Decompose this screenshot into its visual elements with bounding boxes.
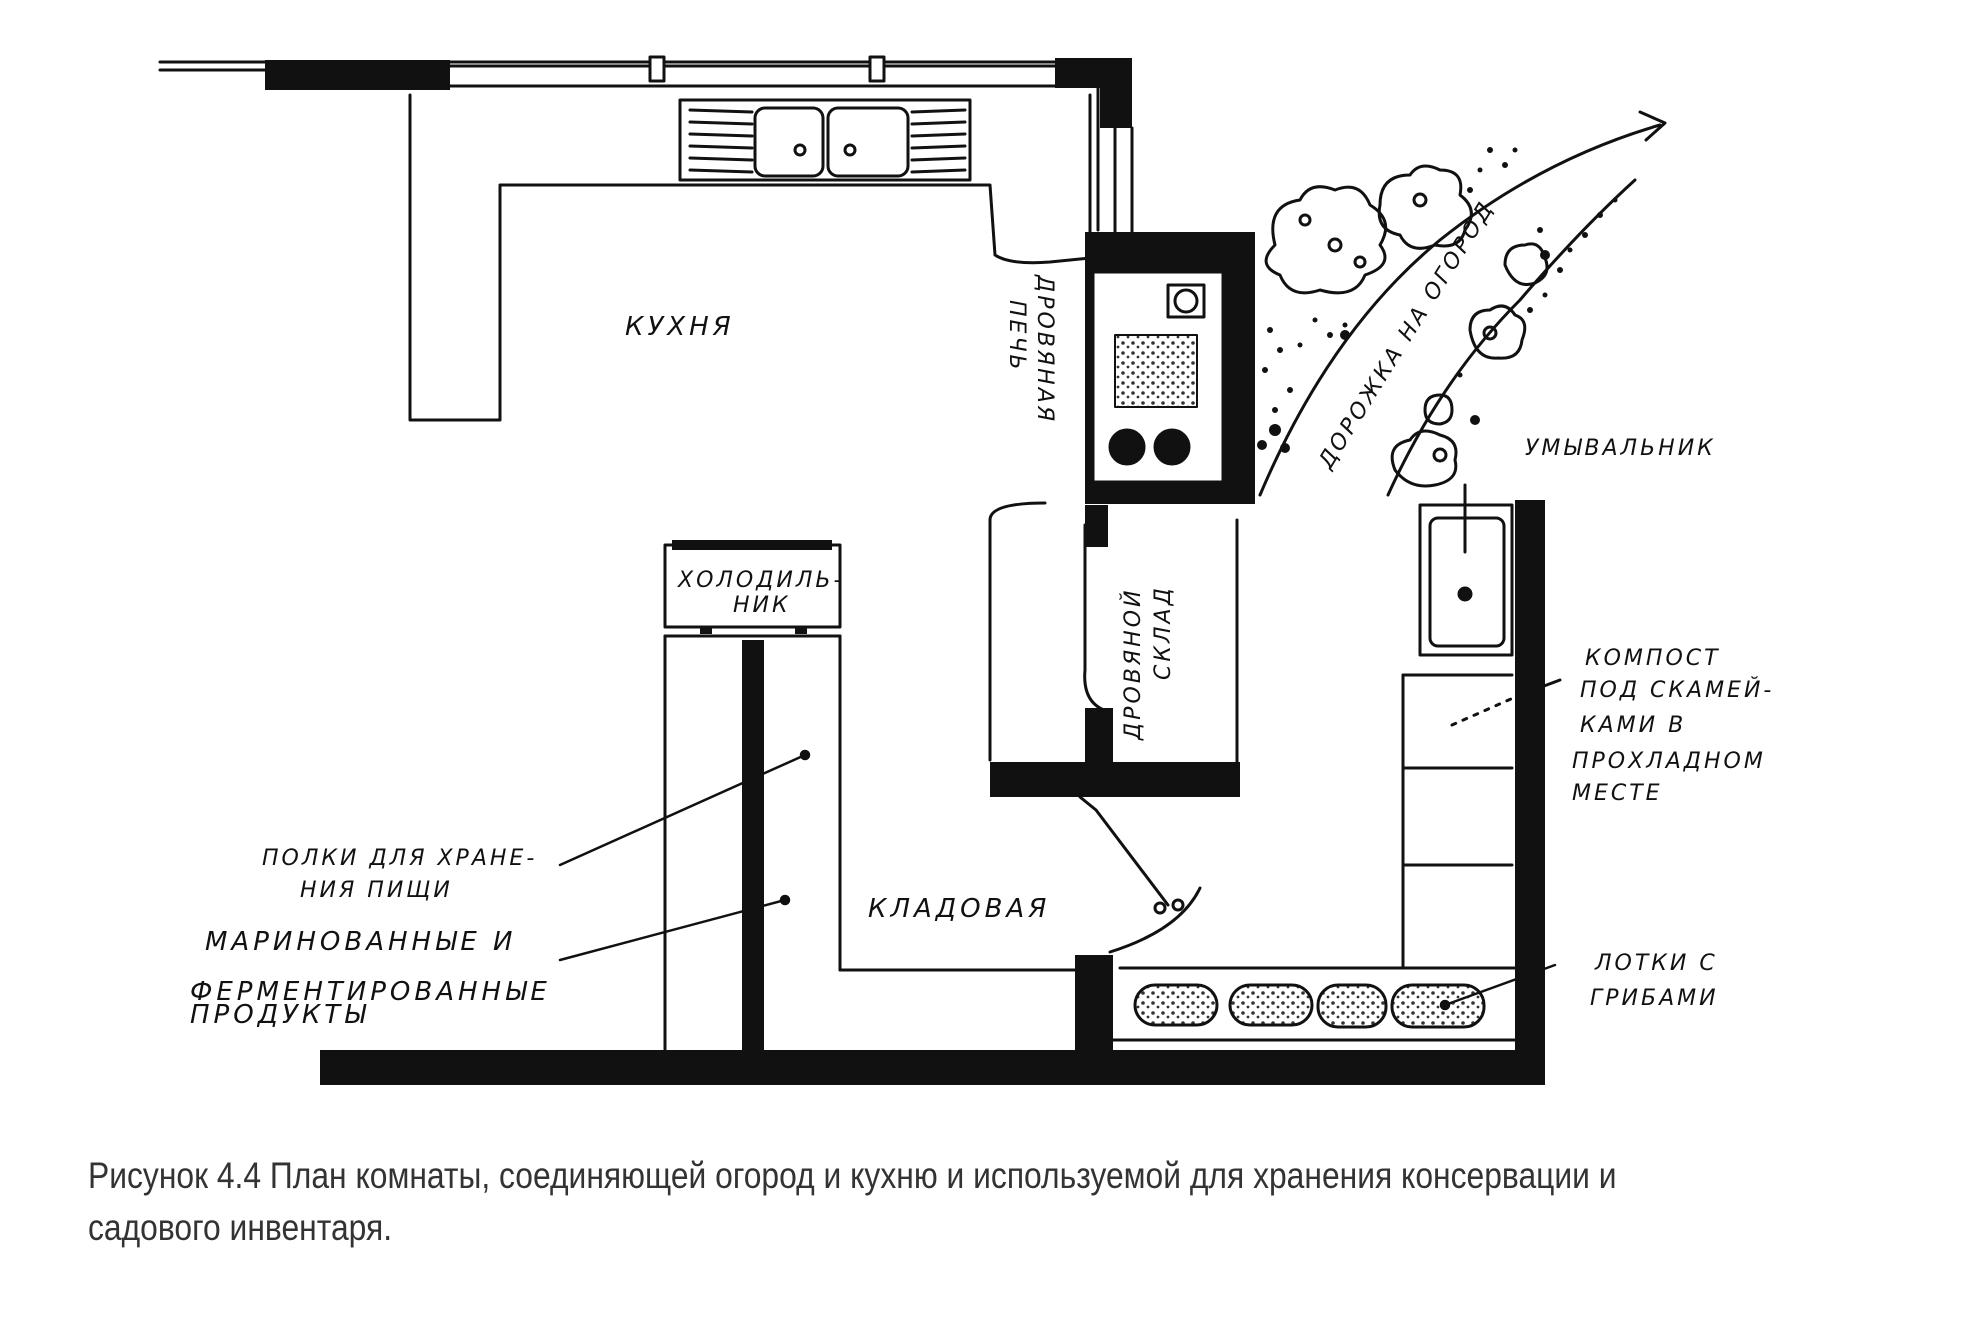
washbasin [1418,483,1514,657]
label-refrigerator: ХОЛОДИЛЬ- [677,568,844,593]
compost-benches [1401,673,1562,970]
label-mushroom-trays: ЛОТКИ С [1594,951,1718,976]
garden-speckles [1257,147,1618,453]
woodstore [988,501,1240,797]
label-compost-3: КАМИ В [1580,713,1686,738]
kitchen-sink [678,98,972,182]
label-kitchen: КУХНЯ [625,312,735,342]
wood-stove [1085,232,1255,504]
pantry-walls [320,500,1545,1085]
mushroom-trays [1133,983,1486,1029]
label-wood-stove: ДРОВЯНАЯ [1032,274,1057,424]
label-shelves: ПОЛКИ ДЛЯ ХРАНЕ- [262,846,537,871]
refrigerator [663,540,842,634]
label-wood-stove-2: ПЕЧЬ [1004,300,1029,373]
label-refrigerator-2: НИК [733,593,791,618]
label-woodstore-2: СКЛАД [1151,585,1176,680]
label-compost-4: ПРОХЛАДНОМ [1572,749,1766,774]
label-shelves-2: НИЯ ПИЩИ [300,878,453,903]
label-pickled-3: ПРОДУКТЫ [190,1000,369,1030]
kitchen-counter [408,93,1092,422]
label-compost-2: ПОД СКАМЕЙ- [1580,677,1774,703]
label-compost: КОМПОСТ [1585,646,1721,671]
leader-lines [558,749,1557,1011]
label-pantry: КЛАДОВАЯ [868,894,1050,924]
label-compost-5: МЕСТЕ [1572,781,1663,806]
label-pickled: МАРИНОВАННЫЕ И [205,927,517,957]
pantry-shelving [663,634,1077,1052]
label-woodstore: ДРОВЯНОЙ [1120,588,1146,741]
label-mushroom-trays-2: ГРИБАМИ [1590,986,1719,1011]
kitchen-top-wall [158,55,1134,234]
label-washbasin: УМЫВАЛЬНИК [1525,436,1716,461]
door [1078,795,1202,954]
label-pickled-2: ФЕРМЕНТИРОВАННЫЕ [190,977,551,1007]
figure-caption: Рисунок 4.4 План комнаты, соединяющей ог… [88,1155,1617,1248]
